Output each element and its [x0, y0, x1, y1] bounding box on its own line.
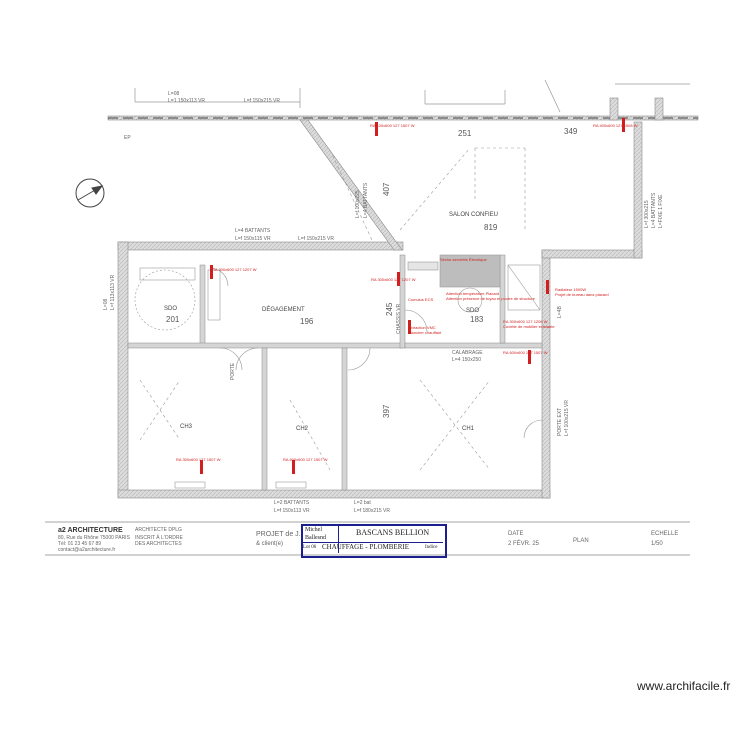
note-8: Attention présence de tuyau et poutre de… — [446, 296, 535, 301]
dim-degagement: 196 — [300, 317, 314, 326]
room-label-salon: SALON CONFIEU — [449, 212, 499, 218]
north-arrow-icon — [75, 178, 105, 208]
label-gap-right: L=4B — [557, 306, 563, 318]
label-right-lower-1: PORTE EXT — [557, 407, 563, 436]
client-name-2: Ballesnd — [305, 535, 326, 541]
note-4: Extraction VMC — [408, 325, 436, 330]
client-box-title: BASCANS BELLION — [356, 528, 430, 537]
label-left-1: L=08 — [103, 298, 109, 310]
top-long-wall — [107, 115, 699, 121]
label-right-2: L=4 BATTANTS — [651, 192, 657, 228]
dim-salon: 819 — [484, 223, 498, 232]
scale-label: ECHELLE — [651, 531, 679, 537]
title-block-frame — [45, 521, 690, 556]
label-right-3: L=FIXE 1 FIXE — [658, 194, 664, 229]
radiator-label-3: RA 300x600 127 1207 W — [371, 277, 416, 282]
label-chassis: CHASSIS VR — [396, 303, 402, 334]
phase-title: CHAUFFAGE - PLOMBERIE — [322, 543, 409, 551]
date-value: 2 FÉVR. 25 — [508, 541, 540, 547]
interior-walls — [127, 254, 543, 491]
radiator-label-8: RA 300x600 127 1206 W — [503, 319, 548, 324]
projet-line-2: & client(e) — [256, 541, 284, 547]
radiator-label-4: RA 600x600 127 1507 W — [503, 350, 548, 355]
note-1: Sèche-serviette Électrique — [440, 257, 487, 262]
room-label-ch2: CH2 — [296, 426, 309, 432]
fixtures — [134, 147, 543, 489]
watermark: www.archifacile.fr — [637, 679, 731, 693]
firm-line-1: 80, Rue du Rhône 75000 PARIS — [58, 535, 130, 541]
firm-right-2: INSCRIT À L'ORDRE — [135, 535, 183, 541]
note-6: Radiateur 1500W — [555, 287, 587, 292]
note-2: Cumulus ECS — [408, 297, 434, 302]
room-label-degagement: DÉGAGEMENT — [262, 307, 305, 313]
label-porte: PORTE — [230, 362, 236, 380]
label-top-left-2: L=1 150x113 VR — [168, 98, 206, 104]
label-left-2: L=f 113x113 VR — [110, 274, 116, 310]
label-porte-fenetre-2: L=f 150x115 VR — [235, 236, 271, 242]
note-3: Attention température Placard — [446, 291, 500, 296]
phase-label: Lot 06 — [303, 545, 317, 550]
label-wall-marker: EP — [124, 135, 131, 141]
room-label-sdo-right: SDO — [466, 308, 480, 314]
client-name-1: Michel — [305, 527, 322, 533]
label-mid-left-1: L=f 100x225 — [355, 190, 361, 218]
label-calabrage: CALABRAGE — [452, 350, 483, 356]
note-9: Cuvette de mobilier existante — [503, 324, 555, 329]
label-bottom-right-1: L=2 bat — [354, 500, 371, 506]
exterior-walls — [117, 97, 664, 499]
plan-label: PLAN — [573, 538, 589, 544]
scale-value: 1/50 — [651, 541, 663, 547]
label-mid-left-2: L=4 BATTANTS — [363, 182, 369, 218]
radiator-label-5: RA 300x600 127 1207 W — [212, 267, 257, 272]
label-porte-fenetre-3: L=f 150x215 VR — [298, 236, 334, 242]
label-top-left-3: L=f 150x215 VR — [244, 98, 280, 104]
phase-ref: Indice — [425, 545, 438, 550]
dim-407: 407 — [382, 182, 391, 196]
label-right-1: L=f 300x215 — [644, 200, 650, 228]
projet-line-1: PROJET de J. — [256, 531, 301, 538]
radiator-label-7: RA 600x600 127 1507 W — [283, 457, 328, 462]
title-box-divider — [302, 542, 443, 543]
room-label-sdo-left: SDO — [164, 306, 178, 312]
label-right-lower-2: L=f 100x215 VR — [564, 400, 570, 436]
dim-245: 245 — [385, 302, 394, 316]
firm-right-1: ARCHITECTE DPLG — [135, 527, 182, 533]
radiator-label-1: RA 100x600 127 1507 W — [370, 123, 415, 128]
label-top-left-1: L=08 — [168, 91, 180, 97]
label-porte-fenetre: L=4 BATTANTS — [235, 228, 271, 234]
radiator-label-6: RA 300x600 127 1507 W — [176, 457, 221, 462]
room-label-ch3: CH3 — [180, 424, 193, 430]
note-5: Plancher chauffant — [408, 330, 442, 335]
dim-ch1: 397 — [382, 404, 391, 418]
dim-sdo-left: 201 — [166, 315, 180, 324]
dim-sdo-right: 183 — [470, 315, 484, 324]
client-cell — [302, 525, 339, 553]
radiator-label-2: RA 400x600 127 1508 W — [593, 123, 638, 128]
firm-line-2: Tél: 01 23 45 67 89 — [58, 541, 102, 547]
firm-line-3: contact@a2architecture.fr — [58, 547, 116, 553]
label-bottom-battants-2: L=f 150x113 VR — [274, 508, 310, 514]
note-7: Projet de bureau dans placard — [555, 292, 609, 297]
project-title-box — [301, 524, 447, 558]
dim-251: 251 — [458, 129, 472, 138]
label-calabrage-2: L=4 150x250 — [452, 357, 482, 363]
firm-right-3: DES ARCHITECTES — [135, 541, 182, 547]
dim-349: 349 — [564, 127, 578, 136]
radiator-markers — [200, 118, 625, 474]
label-bottom-battants: L=2 BATTANTS — [274, 500, 310, 506]
room-label-ch1: CH1 — [462, 426, 475, 432]
date-label: DATE — [508, 531, 524, 537]
top-neighbour-lines — [134, 79, 690, 113]
firm-name: a2 ARCHITECTURE — [58, 527, 123, 534]
label-bottom-right-2: L=f 180x215 VR — [354, 508, 390, 514]
